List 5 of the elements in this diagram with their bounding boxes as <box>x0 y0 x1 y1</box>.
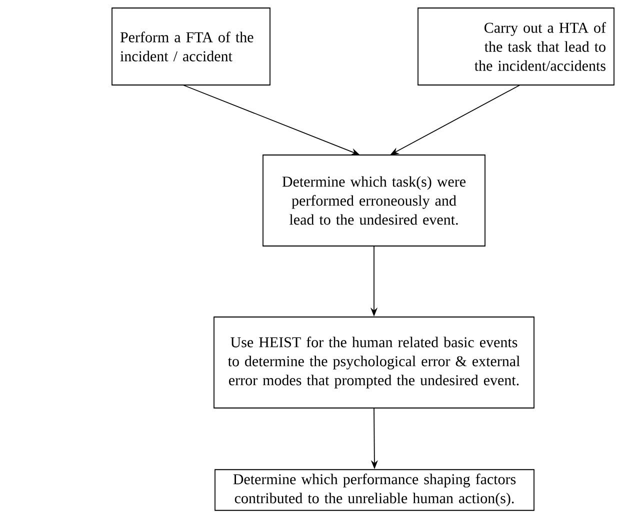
process-box: Determine which performance shaping factors contributed to the unreliable human action(s). <box>214 469 534 511</box>
process-box: Determine which task(s) were performed erroneously and lead to the undesired event. <box>262 154 486 246</box>
process-box: Use HEIST for the human related basic events to determine the psychological error & external error modes that prompted the undesired event. <box>214 316 534 408</box>
process-box: Carry out a HTA of the task that lead to the incident/accidents <box>418 8 614 86</box>
process-box: Perform a FTA of the incident / accident <box>112 8 270 86</box>
